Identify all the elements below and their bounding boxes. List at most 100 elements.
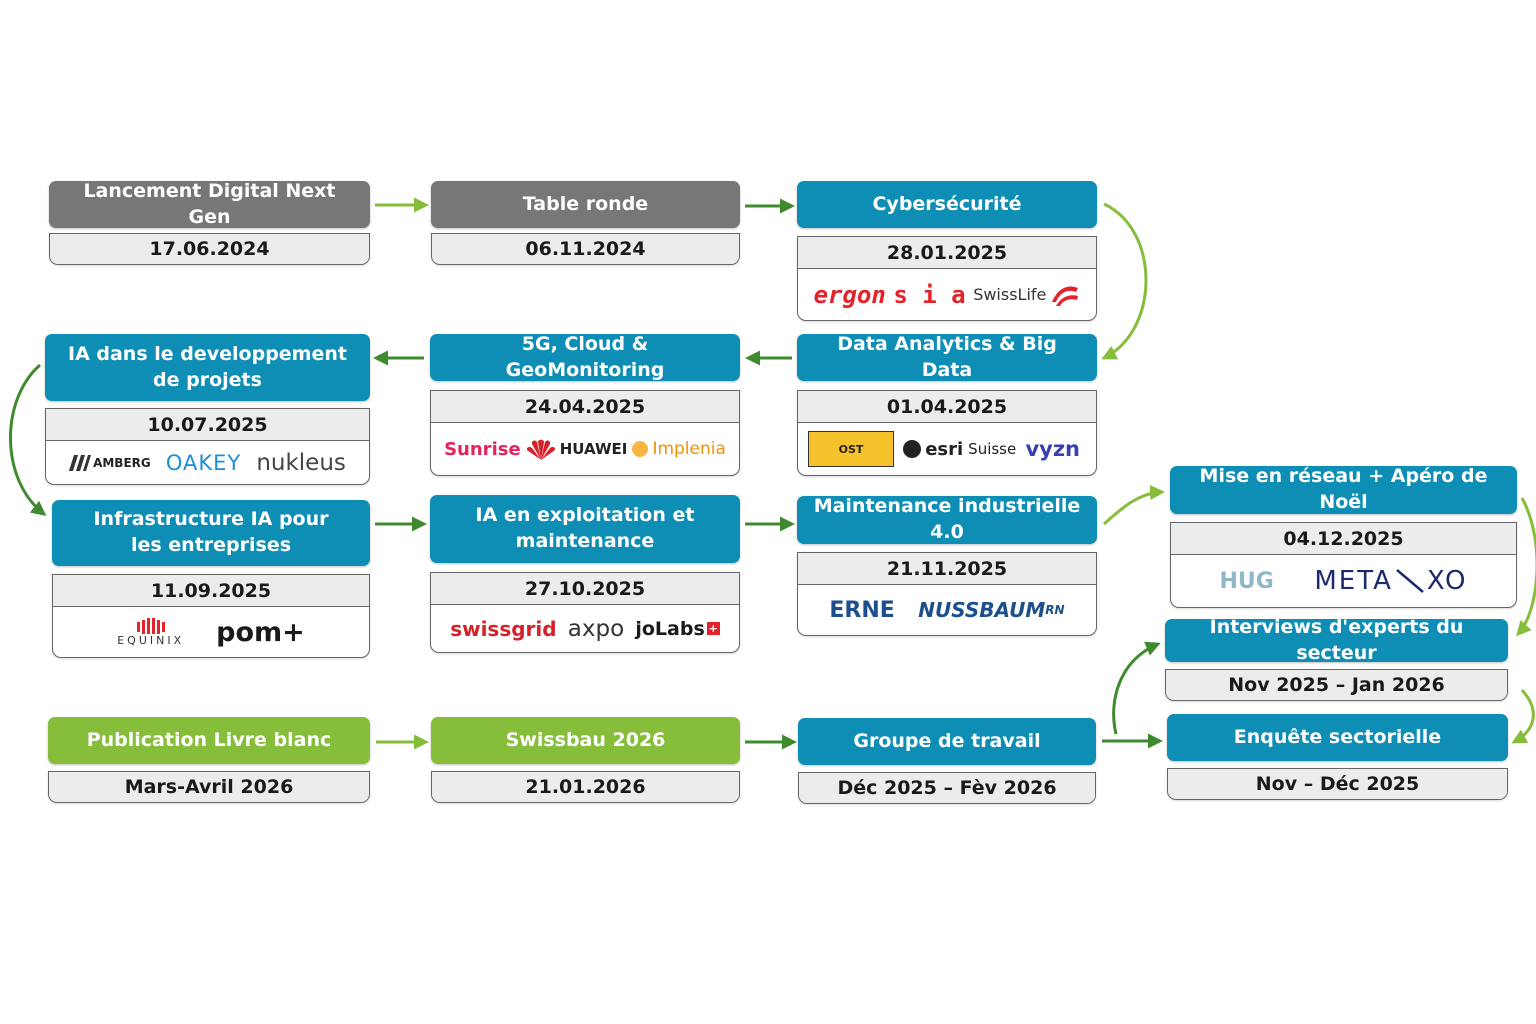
logo-huawei: HUAWEI bbox=[526, 438, 628, 460]
logo-swisslife-text: SwissLife bbox=[973, 285, 1047, 304]
node-lancement-title: Lancement Digital Next Gen bbox=[49, 179, 370, 228]
node-enquete-card: Nov – Déc 2025 bbox=[1167, 768, 1508, 800]
node-exploit-card: 27.10.2025 swissgrid axpo joLabs + bbox=[430, 572, 740, 653]
logo-equinix-text: EQUINIX bbox=[117, 633, 185, 647]
swissbau-date: 21.01.2026 bbox=[432, 772, 739, 802]
logo-esri: esri Suisse bbox=[903, 439, 1016, 460]
infra-title-line2: les entreprises bbox=[130, 534, 292, 556]
exploit-logos: swissgrid axpo joLabs + bbox=[431, 605, 739, 652]
livre-title-text: Publication Livre blanc bbox=[86, 728, 332, 751]
table-ronde-title-text: Table ronde bbox=[522, 192, 649, 215]
node-lancement-card: 17.06.2024 bbox=[49, 233, 370, 265]
logo-jolabs-text: joLabs bbox=[635, 617, 705, 640]
logo-swissgrid: swissgrid bbox=[450, 616, 557, 641]
node-noel-title: Mise en réseau + Apéro de Noël bbox=[1170, 465, 1517, 514]
cyber-logos: ergon s i a SwissLife bbox=[798, 269, 1096, 320]
exploit-title-line2: maintenance bbox=[515, 530, 655, 552]
logo-esri-suisse: Suisse bbox=[968, 440, 1017, 458]
swisslife-swoosh-icon bbox=[1052, 286, 1079, 306]
logo-nussbaum-rn: RN bbox=[1045, 603, 1065, 617]
node-cloud-title: 5G, Cloud & GeoMonitoring bbox=[430, 333, 740, 381]
node-noel-card: 04.12.2025 HUG META XO bbox=[1170, 522, 1517, 608]
node-maint-title: Maintenance industrielle 4.0 bbox=[797, 495, 1097, 544]
node-cyber-title: Cybersécurité bbox=[797, 181, 1097, 228]
logo-nussbaum: NUSSBAUM RN bbox=[918, 598, 1064, 622]
logo-erne: ERNE bbox=[829, 597, 895, 623]
infra-logos: EQUINIX pom+ bbox=[53, 607, 369, 657]
enquete-date: Nov – Déc 2025 bbox=[1168, 769, 1507, 799]
logo-axpo: axpo bbox=[567, 615, 625, 642]
maint-logos: ERNE NUSSBAUM RN bbox=[798, 585, 1096, 635]
node-table-ronde-card: 06.11.2024 bbox=[431, 233, 740, 265]
lancement-title-text: Lancement Digital Next Gen bbox=[83, 179, 336, 228]
data-date: 01.04.2025 bbox=[798, 391, 1096, 423]
logo-ergon: ergon bbox=[813, 280, 886, 309]
node-swissbau-title: Swissbau 2026 bbox=[431, 717, 740, 764]
infra-date: 11.09.2025 bbox=[53, 575, 369, 607]
node-cyber-card: 28.01.2025 ergon s i a SwissLife bbox=[797, 236, 1097, 321]
arrow-maint-noel bbox=[1102, 485, 1165, 526]
lancement-date: 17.06.2024 bbox=[50, 234, 369, 264]
node-swissbau-card: 21.01.2026 bbox=[431, 771, 740, 803]
logo-implenia: Implenia bbox=[632, 439, 726, 459]
node-maint-card: 21.11.2025 ERNE NUSSBAUM RN bbox=[797, 552, 1097, 636]
node-ia-dev-title: IA dans le developpement de projets bbox=[45, 334, 370, 401]
logo-ost: OST bbox=[808, 431, 894, 467]
node-ia-dev-card: 10.07.2025 AMBERG OAKEY nukleus bbox=[45, 408, 370, 485]
logo-nukleus: nukleus bbox=[256, 449, 346, 476]
node-infra-card: 11.09.2025 EQUINIX pom+ bbox=[52, 574, 370, 658]
logo-implenia-text: Implenia bbox=[652, 439, 726, 459]
logo-amberg: AMBERG bbox=[69, 454, 151, 471]
node-infra-title: Infrastructure IA pour les entreprises bbox=[52, 500, 370, 566]
logo-jolabs: joLabs + bbox=[635, 617, 720, 640]
interviews-title-text: Interviews d'experts du secteur bbox=[1209, 615, 1464, 664]
maint-date: 21.11.2025 bbox=[798, 553, 1096, 585]
logo-pom: pom+ bbox=[216, 616, 305, 648]
metaxo-slash-icon bbox=[1396, 569, 1424, 593]
logo-xo-text: XO bbox=[1426, 566, 1468, 596]
arrow-iadev-infra bbox=[9, 363, 47, 516]
logo-oakey: OAKEY bbox=[165, 450, 242, 475]
node-enquete-title: Enquête sectorielle bbox=[1167, 714, 1508, 761]
ia-dev-logos: AMBERG OAKEY nukleus bbox=[46, 441, 369, 484]
logo-amberg-text: AMBERG bbox=[93, 455, 151, 470]
exploit-title-line1: IA en exploitation et bbox=[475, 504, 695, 527]
logo-metaxo: META XO bbox=[1314, 566, 1467, 596]
cloud-logos: Sunrise HUAWEI Implenia bbox=[431, 423, 739, 475]
node-groupe-card: Déc 2025 – Fèv 2026 bbox=[798, 772, 1096, 804]
noel-title-text: Mise en réseau + Apéro de Noël bbox=[1199, 465, 1488, 513]
logo-sunrise: Sunrise bbox=[444, 438, 521, 460]
node-cloud-card: 24.04.2025 Sunrise HUAWEI Implenia bbox=[430, 390, 740, 476]
node-interviews-card: Nov 2025 – Jan 2026 bbox=[1165, 669, 1508, 701]
maint-title-text: Maintenance industrielle 4.0 bbox=[813, 495, 1081, 543]
logo-meta-text: META bbox=[1314, 566, 1393, 596]
huawei-petals-icon bbox=[526, 439, 555, 460]
amberg-mark-icon bbox=[69, 454, 92, 471]
node-table-ronde-title: Table ronde bbox=[431, 181, 740, 228]
livre-date: Mars-Avril 2026 bbox=[49, 772, 369, 802]
arrow-noel-interviews bbox=[1515, 497, 1536, 637]
noel-date: 04.12.2025 bbox=[1171, 523, 1516, 555]
data-logos: OST esri Suisse vyzn bbox=[798, 423, 1096, 475]
arrow-cyber-data bbox=[1101, 202, 1148, 360]
logo-vyzn: vyzn bbox=[1025, 437, 1080, 461]
logo-nussbaum-text: NUSSBAUM bbox=[918, 598, 1046, 622]
implenia-sun-icon bbox=[632, 441, 649, 457]
enquete-title-text: Enquête sectorielle bbox=[1233, 725, 1442, 748]
exploit-date: 27.10.2025 bbox=[431, 573, 739, 605]
logo-huawei-text: HUAWEI bbox=[559, 440, 628, 458]
infra-title-line1: Infrastructure IA pour bbox=[93, 508, 329, 531]
node-interviews-title: Interviews d'experts du secteur bbox=[1165, 616, 1508, 664]
swiss-flag-icon: + bbox=[706, 622, 720, 635]
equinix-bars-icon bbox=[136, 617, 165, 634]
esri-globe-icon bbox=[903, 440, 922, 458]
logo-esri-text: esri bbox=[925, 438, 964, 460]
cyber-date: 28.01.2025 bbox=[798, 237, 1096, 269]
ia-dev-date: 10.07.2025 bbox=[46, 409, 369, 441]
noel-logos: HUG META XO bbox=[1171, 555, 1516, 607]
groupe-title-text: Groupe de travail bbox=[853, 729, 1041, 752]
interviews-date: Nov 2025 – Jan 2026 bbox=[1166, 670, 1507, 700]
node-livre-title: Publication Livre blanc bbox=[48, 717, 370, 764]
logo-hug: HUG bbox=[1219, 568, 1274, 594]
